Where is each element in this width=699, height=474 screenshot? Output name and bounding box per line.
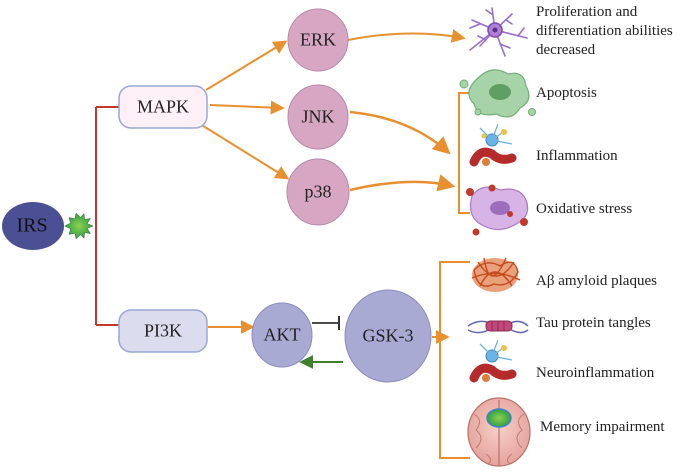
ad-bracket <box>439 261 470 459</box>
p38-node <box>286 158 350 226</box>
akt-node <box>251 302 313 368</box>
arrow-jnk-bracket <box>349 110 451 155</box>
akt-label: AKT <box>263 324 301 345</box>
jnk-label: JNK <box>301 106 335 127</box>
pi3k-node <box>118 309 208 353</box>
stress-bracket <box>458 92 470 214</box>
arrow-p38-bracket <box>349 174 456 192</box>
inflammation-icon <box>469 123 517 167</box>
outcome-proliferation-line1: Proliferation and <box>536 4 638 20</box>
arrow-erk-neuron <box>347 29 466 43</box>
brackets <box>439 92 470 459</box>
gsk3-label: GSK-3 <box>362 325 414 346</box>
neuroinflammation-icon <box>469 339 517 383</box>
arrow-mapk-jnk <box>209 100 285 115</box>
apoptotic-cell-icon <box>459 69 536 118</box>
erk-node <box>287 8 349 72</box>
irs-node <box>2 202 64 250</box>
oxidative-cell-icon <box>466 184 529 236</box>
p38-label: p38 <box>304 181 332 202</box>
neuron-icon <box>469 7 528 57</box>
tau-tangle-icon <box>467 320 529 334</box>
outcome-oxidative-stress: Oxidative stress <box>536 201 633 217</box>
gsk3-node <box>344 289 432 383</box>
outcome-apoptosis: Apoptosis <box>536 85 597 101</box>
orange-arrows <box>199 29 466 344</box>
jnk-node <box>287 84 349 150</box>
outcome-inflammation: Inflammation <box>536 148 618 164</box>
mapk-label: MAPK <box>136 96 190 117</box>
akt-gsk3-links <box>299 316 343 369</box>
outcome-amyloid-plaques: Aβ amyloid plaques <box>536 273 657 289</box>
irs-label: IRS <box>16 214 48 237</box>
outcome-neuroinflammation: Neuroinflammation <box>536 365 655 381</box>
mapk-node <box>118 85 208 129</box>
irs-connector <box>95 106 119 326</box>
outcome-proliferation-line3: decreased <box>536 42 596 58</box>
outcome-tau-tangles: Tau protein tangles <box>536 315 651 331</box>
arrow-mapk-p38 <box>199 123 290 180</box>
erk-label: ERK <box>300 29 336 50</box>
spiky-receptor-icon <box>64 212 94 240</box>
arrow-mapk-erk <box>205 40 288 91</box>
amyloid-plaque-icon <box>471 257 521 292</box>
outcome-proliferation-line2: differentiation abilities <box>536 23 673 39</box>
pi3k-label: PI3K <box>143 320 183 341</box>
brain-icon <box>467 397 531 467</box>
outcome-memory-impairment: Memory impairment <box>540 419 665 435</box>
